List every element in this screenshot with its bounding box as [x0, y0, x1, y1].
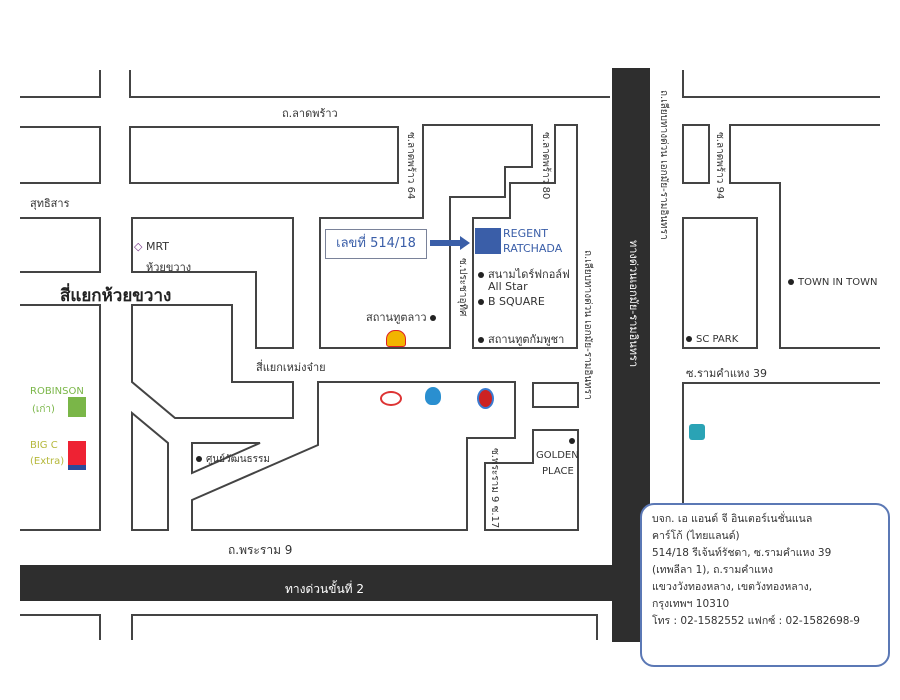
- all-star-label: All Star: [488, 280, 528, 293]
- robinson-label-1: ROBINSON: [30, 386, 84, 397]
- address-line-2: (เทพลีลา 1), ถ.รามคำแหง: [652, 564, 773, 576]
- meng-jai-label: สี่แยกเหม่งจ๋าย: [256, 361, 326, 374]
- mrt-icon: ◇: [134, 240, 143, 253]
- sc-park-label: SC PARK: [686, 334, 738, 345]
- huai-khwang-intersection-label: สี่แยกห้วยขวาง: [60, 286, 172, 306]
- robinson-label-2: (เก่า): [32, 404, 55, 415]
- address-box: บจก. เอ แอนด์ จี อินเตอร์เนชั่นแนล คาร์โ…: [640, 503, 890, 667]
- frontage-left-label: ถ.เลียบทางด่วน เอกมัย-รามอินทรา: [582, 250, 593, 400]
- dot-icon: [788, 279, 794, 285]
- golden-place-dot-icon: [569, 438, 575, 444]
- block-left-1: [20, 126, 101, 184]
- golden-label-1: GOLDEN: [536, 450, 579, 461]
- mrt-station-label: ห้วยขวาง: [146, 261, 192, 274]
- toyota-icon: [380, 391, 402, 406]
- block-rama9: [191, 381, 516, 531]
- dot-icon: [686, 336, 692, 342]
- dot-icon: [478, 337, 484, 343]
- block-bottom-2: [131, 614, 598, 640]
- ptt-icon: [477, 388, 494, 409]
- company-name-2: คาร์โก้ (ไทยแลนด์): [652, 530, 740, 542]
- golden-label-2: PLACE: [542, 466, 574, 477]
- address-number-box: เลขที่ 514/18: [325, 229, 427, 259]
- dot-icon: [478, 272, 484, 278]
- pracha-uthit-label: ซ.ประชาอุทิศ: [457, 258, 468, 317]
- address-line-3: แขวงวังทองหลาง, เขตวังทองหลาง,: [652, 581, 813, 593]
- block-right-2: [729, 124, 880, 349]
- ladprao-94-label: ซ.ลาดพร้าว 94: [714, 132, 725, 200]
- bank-icon: [425, 387, 441, 405]
- dot-icon: [196, 456, 202, 462]
- block-left-3: [20, 304, 101, 531]
- dot-icon: [430, 315, 437, 321]
- block-right-1: [682, 124, 710, 184]
- block-regent: [472, 124, 578, 349]
- block-cultural: [191, 442, 261, 475]
- block-right-3: [682, 382, 880, 530]
- block-left-2: [20, 217, 101, 273]
- block-top-left: [20, 70, 101, 98]
- company-name-1: บจก. เอ แอนด์ จี อินเตอร์เนชั่นแนล: [652, 513, 813, 525]
- arrow-icon: [430, 236, 470, 250]
- lao-embassy-label: สถานทูตลาว: [366, 308, 440, 326]
- bigc-logo-icon: [68, 441, 86, 470]
- rama9-label: ถ.พระราม 9: [228, 543, 293, 557]
- mrt-marker: ◇ MRT: [134, 240, 169, 253]
- block-office: [319, 124, 533, 349]
- block-sc-park: [682, 217, 758, 349]
- sutthisan-label: สุทธิสาร: [30, 197, 70, 210]
- cultural-center-label: ศูนย์วัฒนธรรม: [196, 452, 270, 467]
- regent-label-2: RATCHADA: [503, 242, 563, 255]
- bigc-label-2: (Extra): [30, 456, 65, 467]
- cambodia-embassy-label: สถานทูตกัมพูชา: [478, 330, 564, 348]
- expressway-horizontal: [20, 565, 650, 601]
- bigc-label-1: BIG C: [30, 440, 58, 451]
- block-top-right: [682, 70, 880, 98]
- regent-label-1: REGENT: [503, 227, 549, 240]
- block-golden: [484, 429, 579, 531]
- block-mrt: [131, 217, 294, 349]
- block-small: [532, 382, 579, 408]
- block-huai-khwang: [131, 304, 294, 419]
- ramkhamhaeng-39-label: ซ.รามคำแหง 39: [686, 367, 768, 380]
- rama9-17-label: ซ.พระราม 9 ซ.17: [489, 448, 500, 529]
- shell-icon: [386, 330, 406, 347]
- expressway-2-label: ทางด่วนขั้นที่ 2: [285, 582, 365, 596]
- robinson-logo-icon: [68, 397, 86, 417]
- block-slant: [131, 410, 169, 531]
- address-line-4: กรุงเทพฯ 10310: [652, 598, 730, 610]
- bank-teal-icon: [689, 424, 705, 440]
- ladprao-label: ถ.ลาดพร้าว: [282, 107, 338, 120]
- ladprao-80-label: ซ.ลาดพร้าว 80: [540, 132, 551, 200]
- b-square-label: B SQUARE: [478, 295, 545, 308]
- address-line-1: 514/18 รีเจ้นท์รัชดา, ซ.รามคำแหง 39: [652, 547, 832, 559]
- contact-phone-fax: โทร : 02-1582552 แฟกซ์ : 02-1582698-9: [652, 615, 860, 627]
- block-ladprao: [129, 126, 399, 184]
- expressway-ekamai-label: ทางด่วนเอกมัย-รามอินทรา: [627, 240, 640, 368]
- golf-label: สนามไดร์ฟกอล์ฟ: [478, 265, 570, 283]
- block-top-mid: [129, 70, 610, 98]
- frontage-right-label: ถ.เลียบทางด่วน เอกมัย-รามอินทรา: [658, 90, 669, 240]
- ladprao-64-label: ซ.ลาดพร้าว 64: [405, 132, 416, 200]
- block-bottom-1: [20, 614, 101, 640]
- regent-logo-icon: [475, 228, 501, 254]
- town-in-town-label: TOWN IN TOWN: [788, 277, 877, 288]
- dot-icon: [478, 299, 484, 305]
- mrt-label: MRT: [145, 240, 170, 253]
